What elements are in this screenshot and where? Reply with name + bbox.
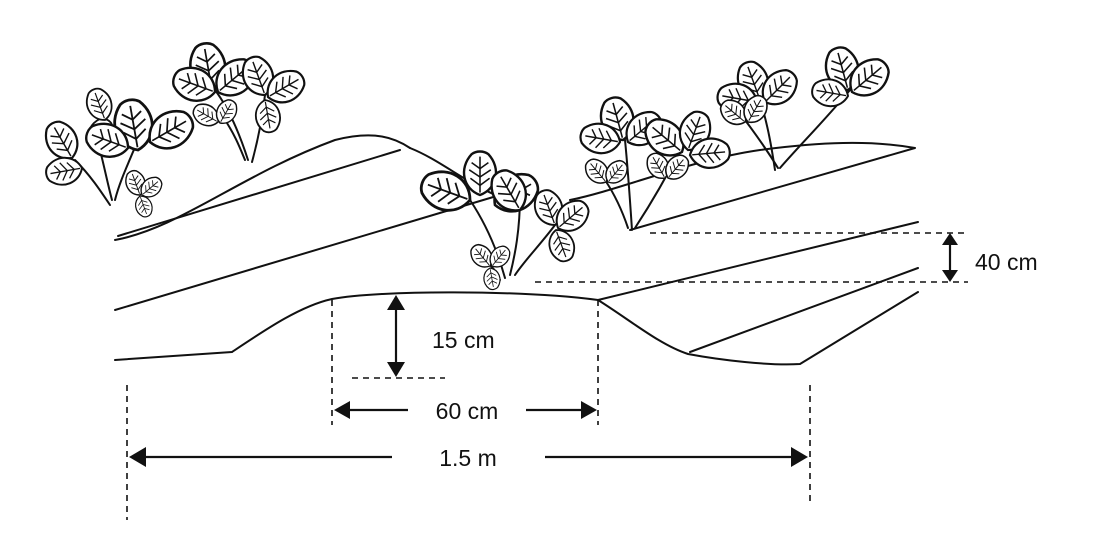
label-40cm: 40 cm [975, 249, 1038, 275]
plant-cluster-far-right [714, 42, 897, 171]
dimension-15cm [352, 295, 445, 379]
right-bed-top [569, 141, 916, 231]
label-60cm: 60 cm [436, 398, 499, 424]
dimension-40cm [535, 232, 968, 283]
label-1-5m: 1.5 m [439, 445, 497, 471]
plant-cluster-top-left [167, 39, 311, 163]
plant-cluster-right [577, 92, 733, 231]
right-bed-lower-row-line [689, 267, 919, 353]
plant-cluster-center [414, 150, 596, 292]
label-15cm: 15 cm [432, 327, 495, 353]
dimension-60cm [331, 300, 599, 425]
soil-profile [114, 134, 919, 366]
left-bed-outline [114, 291, 599, 361]
strawberry-plants [38, 39, 897, 292]
dimension-1-5m [126, 385, 811, 520]
plant-cluster-left [38, 84, 201, 220]
left-bed-top [114, 134, 411, 241]
left-bed-row-line [114, 194, 501, 311]
left-bed-upper-row-line [117, 149, 401, 237]
right-bed-row-line [597, 221, 919, 301]
right-bed-outline [597, 291, 919, 366]
